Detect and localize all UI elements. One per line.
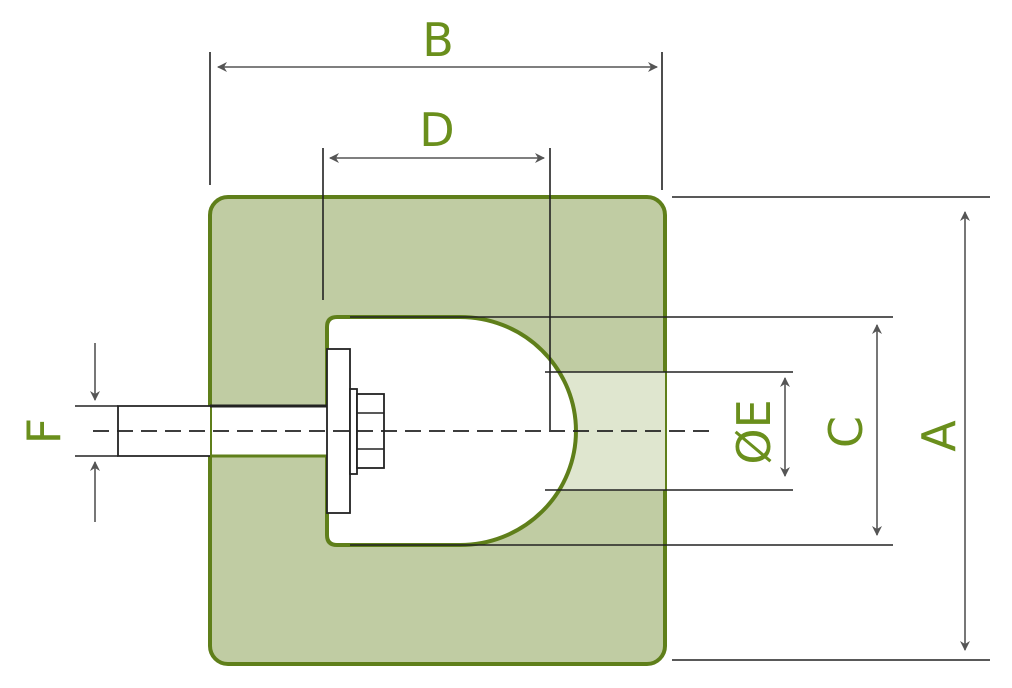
label-b: B <box>422 13 454 67</box>
label-e: ØE <box>727 399 781 464</box>
label-c: C <box>819 416 873 448</box>
small-washer <box>349 388 358 475</box>
label-a: A <box>912 420 966 452</box>
cavity <box>325 315 578 547</box>
label-d: D <box>419 103 454 157</box>
label-f: F <box>17 418 71 444</box>
